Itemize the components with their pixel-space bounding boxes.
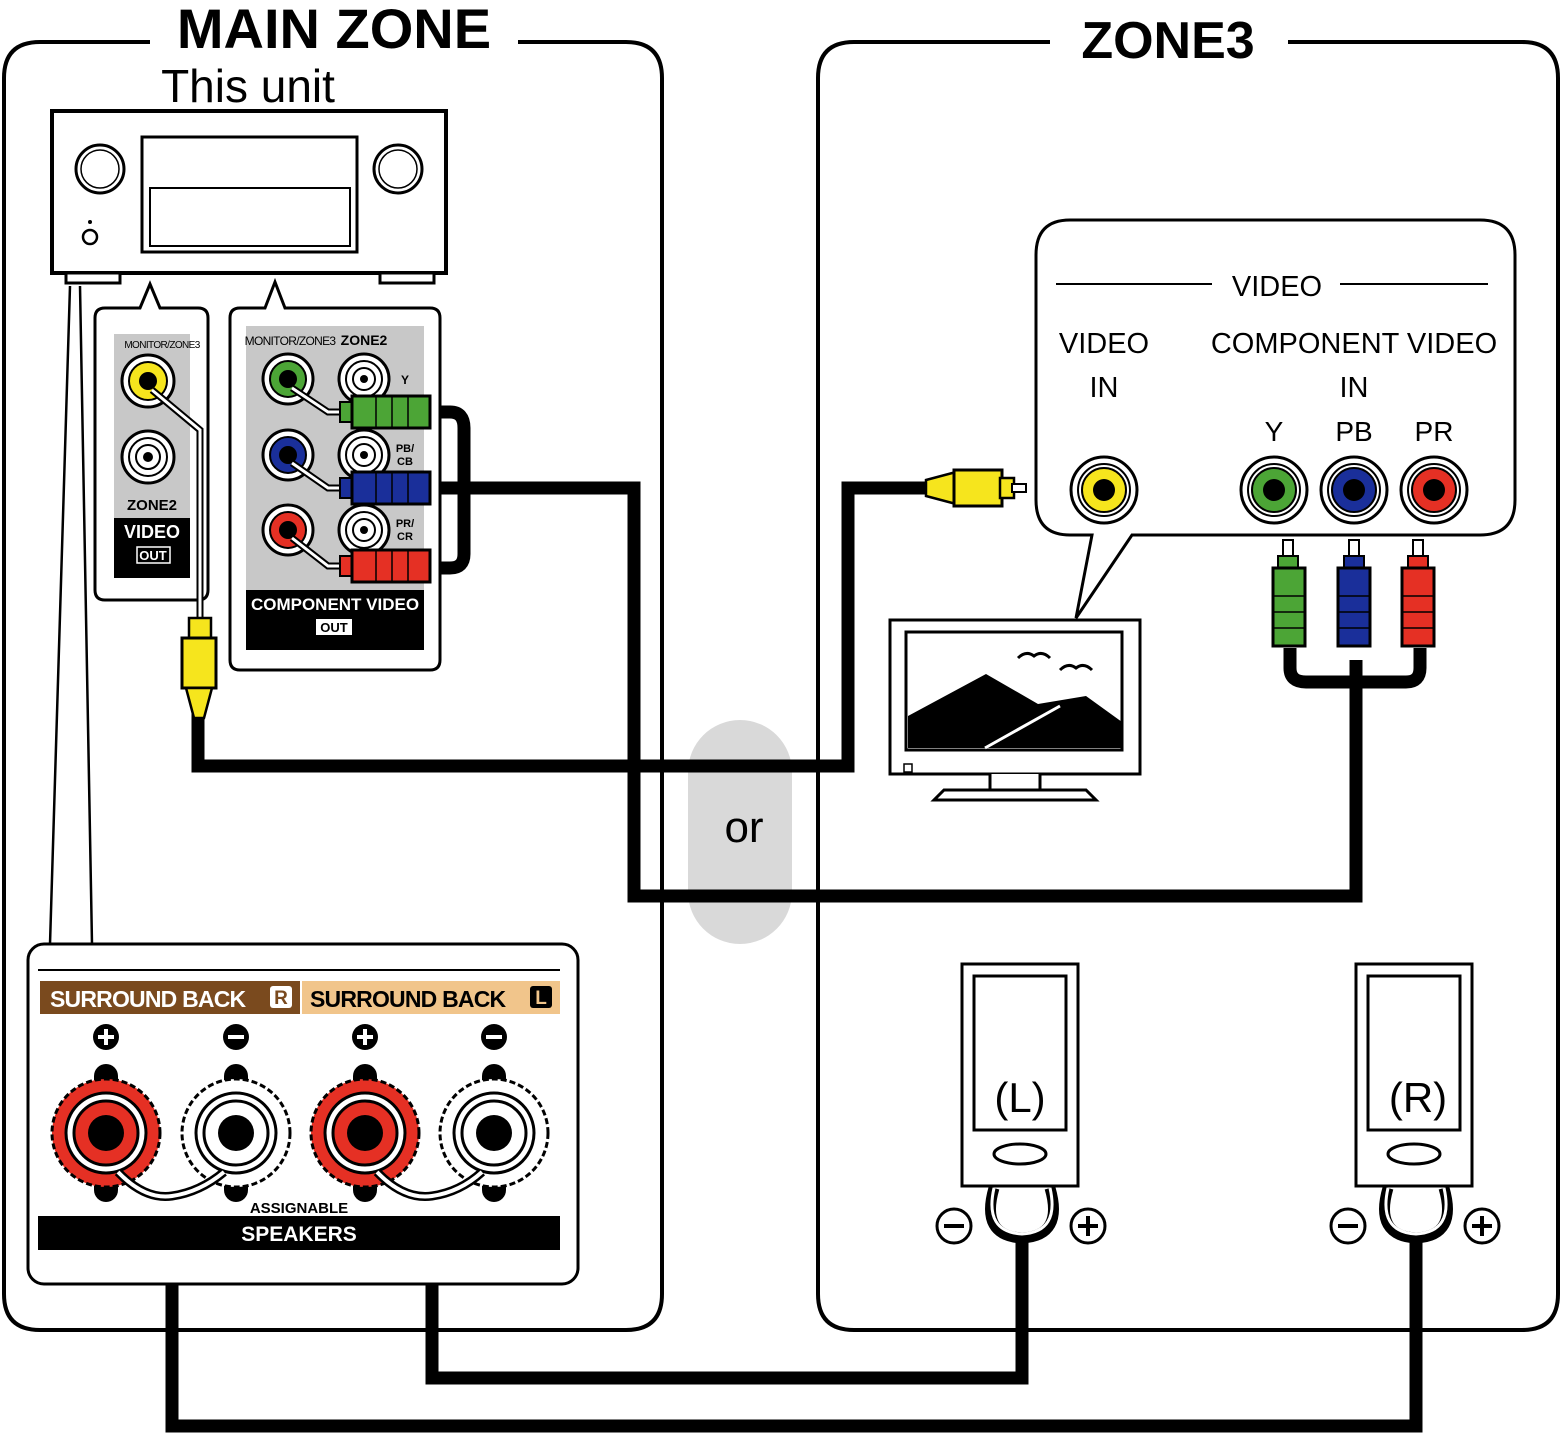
speaker-left-label: (L) bbox=[994, 1074, 1045, 1121]
or-separator-label: or bbox=[724, 803, 763, 852]
minus-icon bbox=[935, 1207, 973, 1245]
component-out-label: OUT bbox=[320, 620, 348, 635]
this-unit-label: This unit bbox=[161, 60, 335, 112]
tv-y-in-jack-icon bbox=[1239, 455, 1309, 525]
component-bundle-loop bbox=[430, 405, 471, 575]
zone2-pr-jack-icon bbox=[337, 503, 391, 557]
plus-icon bbox=[93, 1024, 119, 1050]
surround-back-l-badge: L bbox=[535, 988, 547, 1009]
component-y-label: Y bbox=[401, 373, 409, 387]
component-video-cable bbox=[430, 481, 1363, 903]
tv-pb-label: PB bbox=[1335, 416, 1372, 447]
video-panel-title: VIDEO bbox=[124, 522, 180, 542]
assignable-label: ASSIGNABLE bbox=[250, 1200, 348, 1217]
component-plugs-main bbox=[339, 394, 432, 584]
binding-post-l-plus-icon bbox=[309, 1064, 421, 1202]
tv-pr-label: PR bbox=[1415, 416, 1454, 447]
minus-icon bbox=[481, 1024, 507, 1050]
video-panel-zone2-label: ZONE2 bbox=[127, 497, 177, 514]
component-col1-label: MONITOR/ZONE3 bbox=[245, 334, 337, 348]
minus-icon bbox=[223, 1024, 249, 1050]
zone3-title: ZONE3 bbox=[1081, 12, 1254, 70]
badge-r-box bbox=[270, 986, 292, 1008]
receiver-front bbox=[50, 109, 448, 285]
component-out-badge bbox=[316, 619, 352, 635]
volume-knob-icon bbox=[74, 143, 126, 195]
zone3-frame bbox=[816, 40, 1560, 1332]
video-out-panel bbox=[93, 280, 210, 602]
speaker-callout-wedge bbox=[48, 285, 94, 945]
tv-component-in-label-1: COMPONENT VIDEO bbox=[1211, 328, 1497, 360]
zone2-y-jack-icon bbox=[337, 352, 391, 406]
surround-back-r-header bbox=[40, 981, 300, 1014]
plus-icon bbox=[352, 1024, 378, 1050]
component-plugs-tv bbox=[1271, 539, 1436, 648]
composite-plug-main bbox=[180, 616, 218, 720]
component-pb-label: PB/ bbox=[396, 443, 414, 455]
speaker-left-icon bbox=[935, 962, 1107, 1245]
component-panel-title: COMPONENT VIDEO bbox=[251, 595, 419, 614]
or-separator-pill bbox=[688, 720, 792, 944]
surround-back-l-label: SURROUND BACK bbox=[310, 986, 507, 1012]
speakers-label: SPEAKERS bbox=[241, 1223, 357, 1246]
plus-icon bbox=[1069, 1207, 1107, 1245]
speaker-right-label: (R) bbox=[1389, 1074, 1447, 1121]
tv-video-section-label: VIDEO bbox=[1232, 271, 1322, 303]
plus-icon bbox=[1463, 1207, 1501, 1245]
cables bbox=[165, 405, 1427, 1433]
minus-icon bbox=[1329, 1207, 1367, 1245]
video-out-badge bbox=[136, 546, 171, 564]
binding-post-r-minus-icon bbox=[180, 1064, 292, 1202]
zone2-video-jack-icon bbox=[120, 429, 176, 485]
component-cb-label: CB bbox=[397, 456, 413, 468]
binding-posts bbox=[50, 1064, 550, 1202]
main-zone-title: MAIN ZONE bbox=[177, 0, 491, 60]
binding-post-r-plus-icon bbox=[50, 1064, 162, 1202]
surround-back-r-label: SURROUND BACK bbox=[50, 986, 247, 1012]
tv-video-in-jack-icon bbox=[1069, 455, 1139, 525]
component-pr-label: PR/ bbox=[396, 518, 414, 530]
composite-video-cable bbox=[191, 481, 928, 773]
surround-back-l-header bbox=[302, 981, 560, 1014]
component-cr-label: CR bbox=[397, 531, 413, 543]
video-out-label: OUT bbox=[139, 548, 167, 563]
main-zone-frame bbox=[2, 40, 664, 1332]
tv-component-in-label-2: IN bbox=[1340, 372, 1369, 404]
video-panel-top-label: MONITOR/ZONE3 bbox=[124, 340, 200, 351]
composite-plug-tv bbox=[924, 468, 1027, 508]
polarity-icons bbox=[93, 1024, 507, 1050]
tv-pb-in-jack-icon bbox=[1319, 455, 1389, 525]
speaker-right-icon bbox=[1329, 962, 1501, 1245]
component-col2-label: ZONE2 bbox=[341, 332, 388, 348]
tv-input-callout bbox=[1034, 218, 1517, 619]
tv-video-in-label-2: IN bbox=[1090, 372, 1119, 404]
power-button-icon bbox=[81, 228, 99, 246]
surround-back-r-badge: R bbox=[274, 988, 288, 1009]
binding-post-l-minus-icon bbox=[438, 1064, 550, 1202]
speaker-cable-right bbox=[165, 1192, 1423, 1433]
badge-l-box bbox=[530, 986, 552, 1008]
input-knob-icon bbox=[372, 143, 424, 195]
tv-video-in-label-1: VIDEO bbox=[1059, 328, 1149, 360]
tv-y-label: Y bbox=[1265, 416, 1284, 447]
tv-icon bbox=[888, 618, 1142, 802]
component-bundle-tv bbox=[1283, 648, 1427, 689]
tv-pr-in-jack-icon bbox=[1399, 455, 1469, 525]
